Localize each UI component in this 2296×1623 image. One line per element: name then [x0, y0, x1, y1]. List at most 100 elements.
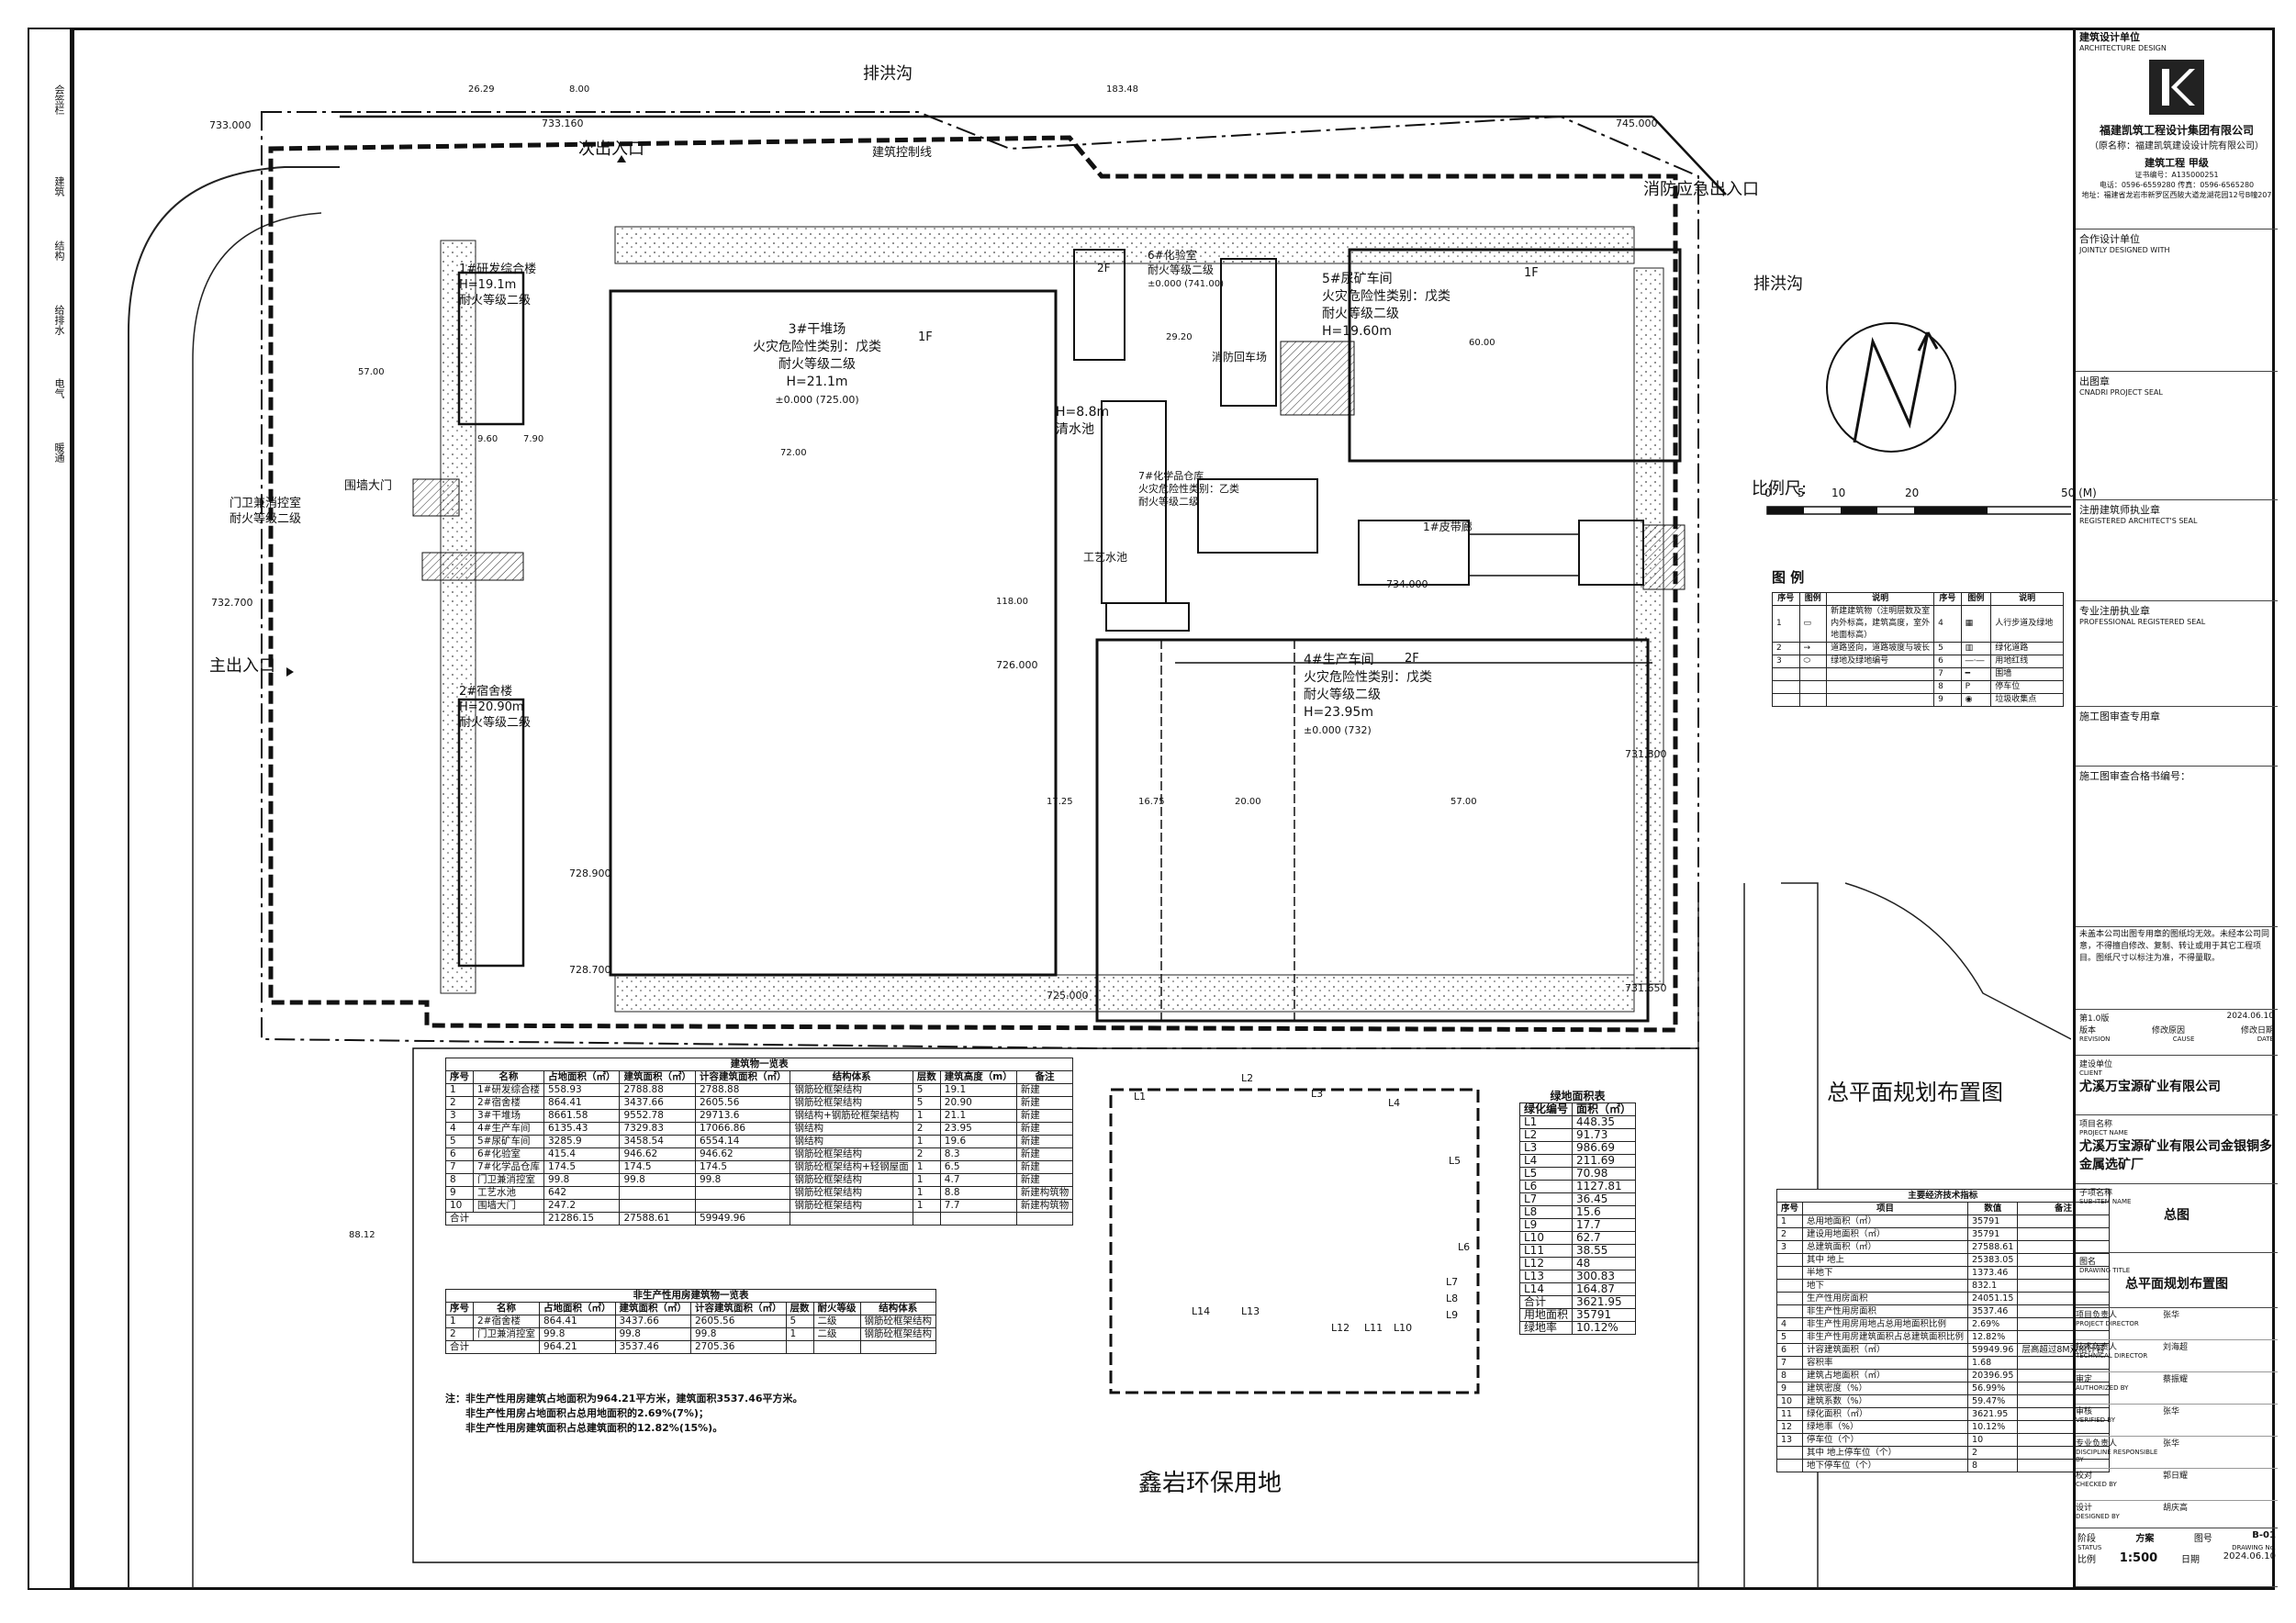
green-label-l8: L8 — [1446, 1293, 1459, 1304]
fire-entrance-label[interactable]: 消防应急出入口 — [1643, 180, 1759, 199]
clear-pool-height: H=8.8m — [1056, 405, 1110, 420]
main-entrance-label[interactable]: 主出入口 — [209, 656, 275, 676]
scale-tick-1: 5 — [1798, 487, 1805, 499]
scale-value: 1:500 — [2119, 1551, 2158, 1565]
nonprod-table-title: 非生产性用房建筑物一览表 — [445, 1289, 936, 1303]
build-control-line-label: 建筑控制线 — [872, 146, 933, 160]
belt-corridor-outline — [1468, 533, 1580, 576]
building-1-outline — [457, 271, 525, 426]
belt-corridor-label: 1#皮带廊 — [1423, 520, 1473, 533]
elevation: 732.700 — [211, 597, 253, 609]
note-0: 注：非生产性用房建筑占地面积为964.21平方米，建筑面积3537.46平方米。 — [445, 1393, 803, 1405]
dimension: 118.00 — [996, 597, 1028, 607]
building-5-floors: 1F — [1524, 266, 1539, 280]
strip-label-2: 结构 — [53, 241, 65, 261]
site-boundary — [261, 111, 1699, 1049]
elevation: 733.000 — [209, 119, 252, 131]
legend-row: 1▭新建建筑物（注明层数及室内外标高，建筑高度，室外地面标高）4▦人行步道及绿地 — [1772, 605, 2064, 643]
building-table: 建筑物一览表 序号名称占地面积（㎡）建筑面积（㎡）计容建筑面积（㎡）结构体系层数… — [444, 1058, 1074, 1226]
green-label-l13: L13 — [1241, 1305, 1260, 1317]
green-label-l10: L10 — [1394, 1322, 1413, 1334]
cert-no: 证书编号：A135000251 — [2134, 171, 2219, 179]
process-pool-label: 工艺水池 — [1083, 551, 1128, 564]
building-3-label: 3#干堆场 火灾危险性类别：戊类 耐火等级二级 H=21.1m ±0.000 (… — [753, 321, 881, 409]
strip-label-0: 会签栏 — [53, 84, 65, 115]
phone: 电话：0596-6559280 传真：0596-6565280 — [2099, 181, 2255, 189]
dimension: 29.20 — [1166, 332, 1193, 342]
project-name: 尤溪万宝源矿业有限公司金银铜多金属选矿厂 — [2079, 1139, 2272, 1172]
neighbor-land-label: 鑫岩环保用地 — [1138, 1470, 1282, 1497]
strip-label-1: 建筑 — [53, 176, 65, 196]
building-2-outline — [457, 698, 525, 968]
sub-item-name: 总图 — [2164, 1208, 2190, 1223]
tech-table-title: 主要经济技术指标 — [1776, 1189, 2110, 1203]
building-3-level: ±0.000 (725.00) — [775, 394, 859, 406]
building-1-height: H=19.1m — [459, 278, 517, 292]
gate-house-fire: 耐火等级二级 — [230, 512, 302, 526]
elevation: 733.160 — [542, 118, 584, 129]
dimension: 60.00 — [1469, 338, 1495, 348]
fire-turnaround-1 — [1280, 341, 1355, 416]
company-former: （原名称：福建凯筑建设设计院有限公司） — [2089, 141, 2264, 151]
building-5-height: H=19.60m — [1322, 324, 1392, 339]
building-3-outline — [609, 289, 1058, 977]
secondary-entrance-label[interactable]: 次出入口 — [578, 140, 644, 159]
building-5-outline — [1348, 248, 1682, 463]
table-row: 地下停车位（个）8 — [1775, 1459, 2110, 1472]
dimension: 57.00 — [358, 367, 385, 377]
building-4-name: 4#生产车间 — [1304, 653, 1374, 667]
notice-block: 未盖本公司出图专用章的图纸均无效。未经本公司同意，不得擅自修改、复制、转让或用于… — [2076, 927, 2278, 1010]
building-7-fire: 耐火等级二级 — [1138, 496, 1199, 508]
note-1: 非生产性用房占地面积占总用地面积的2.69%(7%)； — [465, 1407, 709, 1419]
drain-label-right: 排洪沟 — [1753, 274, 1803, 294]
fire-turnaround-2 — [1642, 524, 1686, 590]
green-label-l6: L6 — [1458, 1241, 1471, 1253]
green-label-l11: L11 — [1364, 1322, 1383, 1334]
title-block-design: 建筑设计单位 ARCHITECTURE DESIGN 福建凯筑工程设计集团有限公… — [2076, 28, 2278, 229]
title-block: 建筑设计单位 ARCHITECTURE DESIGN 福建凯筑工程设计集团有限公… — [2073, 28, 2278, 1590]
building-2-height: H=20.90m — [459, 700, 524, 714]
building-5-class: 火灾危险性类别：戊类 — [1322, 289, 1450, 304]
green-label-l5: L5 — [1449, 1155, 1462, 1167]
dimension: 183.48 — [1106, 84, 1138, 95]
scale-tick-3: 20 — [1905, 487, 1920, 499]
plan-title: 总平面规划布置图 — [1827, 1080, 2003, 1105]
note-2: 非生产性用房建筑面积占总建筑面积的12.82%(15%)。 — [465, 1422, 723, 1434]
gate-outline — [421, 552, 524, 581]
date-value: 2024.06.10 — [2223, 1551, 2276, 1561]
building-6-outline — [1073, 249, 1126, 361]
building-7-class: 火灾危险性类别：乙类 — [1138, 483, 1239, 495]
notes: 注：非生产性用房建筑占地面积为964.21平方米，建筑面积3537.46平方米。… — [445, 1392, 803, 1436]
green-label-l3: L3 — [1311, 1088, 1324, 1100]
scale-tick-0: 0 — [1764, 487, 1772, 499]
green-label-l14: L14 — [1192, 1305, 1211, 1317]
table-row: 其中 地上停车位（个）2 — [1775, 1446, 2110, 1460]
legend-row: 7━围墙 — [1772, 667, 2064, 681]
